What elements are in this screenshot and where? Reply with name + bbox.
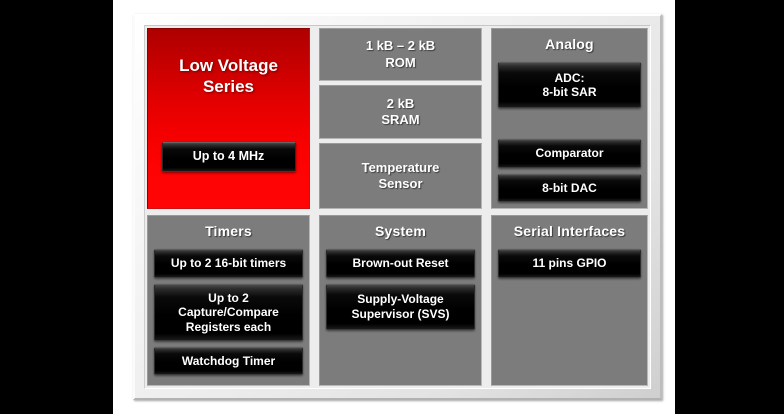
analog-header: Analog [545, 36, 594, 52]
core-title-line1: Low Voltage [179, 56, 278, 75]
top-row: Low Voltage Series Up to 4 MHz 1 kB – 2 … [147, 28, 648, 209]
core-title: Low Voltage Series [179, 55, 278, 98]
module-watchdog-timer[interactable]: Watchdog Timer [154, 346, 303, 376]
clock-speed-chip[interactable]: Up to 4 MHz [161, 141, 296, 172]
temp-sensor-line2: Sensor [378, 176, 423, 191]
module-dac[interactable]: 8-bit DAC [498, 173, 641, 202]
capture-compare-line2: Capture/Compare [178, 305, 279, 320]
memory-cell-rom: 1 kB – 2 kB ROM [319, 28, 482, 81]
comparator-label: Comparator [535, 146, 604, 161]
sram-size-label: 2 kB [386, 95, 415, 111]
capture-compare-line1: Up to 2 [208, 290, 249, 305]
bottom-row: Timers Up to 2 16-bit timers Up to 2 Cap… [147, 215, 648, 386]
timers-panel: Timers Up to 2 16-bit timers Up to 2 Cap… [147, 215, 310, 386]
temp-sensor-line1: Temperature [361, 159, 440, 175]
watchdog-label: Watchdog Timer [181, 353, 276, 368]
memory-cell-sram: 2 kB SRAM [319, 85, 482, 139]
analog-panel: Analog ADC: 8-bit SAR Comparator 8-bit D… [491, 28, 648, 209]
brownout-reset-label: Brown-out Reset [352, 256, 449, 271]
gpio-label: 11 pins GPIO [532, 256, 607, 271]
serial-interfaces-header: Serial Interfaces [513, 223, 626, 239]
svs-line1: Supply-Voltage [357, 292, 444, 307]
adc-line1: ADC: [554, 71, 585, 85]
module-16bit-timers[interactable]: Up to 2 16-bit timers [154, 249, 303, 278]
system-header: System [374, 223, 426, 239]
module-svs[interactable]: Supply-Voltage Supervisor (SVS) [326, 283, 475, 330]
analog-spacer [498, 114, 641, 133]
module-capture-compare[interactable]: Up to 2 Capture/Compare Registers each [154, 283, 303, 341]
adc-line2: 8-bit SAR [542, 85, 597, 100]
serial-spacer [498, 284, 641, 379]
rom-size-label: 1 kB – 2 kB [365, 38, 436, 54]
serial-interfaces-panel: Serial Interfaces 11 pins GPIO [491, 215, 648, 386]
sram-type-label: SRAM [381, 112, 420, 127]
system-panel: System Brown-out Reset Supply-Voltage Su… [319, 215, 482, 386]
core-title-line2: Series [202, 77, 255, 97]
dac-label: 8-bit DAC [542, 180, 597, 195]
rom-type-label: ROM [385, 54, 416, 70]
inner-well: Low Voltage Series Up to 4 MHz 1 kB – 2 … [144, 25, 651, 389]
module-gpio[interactable]: 11 pins GPIO [498, 249, 641, 278]
system-spacer [326, 336, 475, 379]
memory-cell-temperature-sensor: Temperature Sensor [319, 143, 482, 209]
memory-panel: 1 kB – 2 kB ROM 2 kB SRAM Temperature [319, 28, 482, 209]
core-panel: Low Voltage Series Up to 4 MHz [147, 28, 310, 209]
clock-speed-label: Up to 4 MHz [192, 149, 265, 163]
module-comparator[interactable]: Comparator [498, 139, 641, 168]
svs-line2: Supervisor (SVS) [351, 306, 450, 321]
timers-header: Timers [205, 223, 252, 239]
capture-compare-line3: Registers each [185, 319, 272, 334]
module-adc[interactable]: ADC: 8-bit SAR [498, 62, 641, 109]
module-brownout-reset[interactable]: Brown-out Reset [326, 249, 475, 278]
timers-16bit-label: Up to 2 16-bit timers [170, 256, 287, 271]
beveled-frame: Low Voltage Series Up to 4 MHz 1 kB – 2 … [133, 14, 662, 400]
